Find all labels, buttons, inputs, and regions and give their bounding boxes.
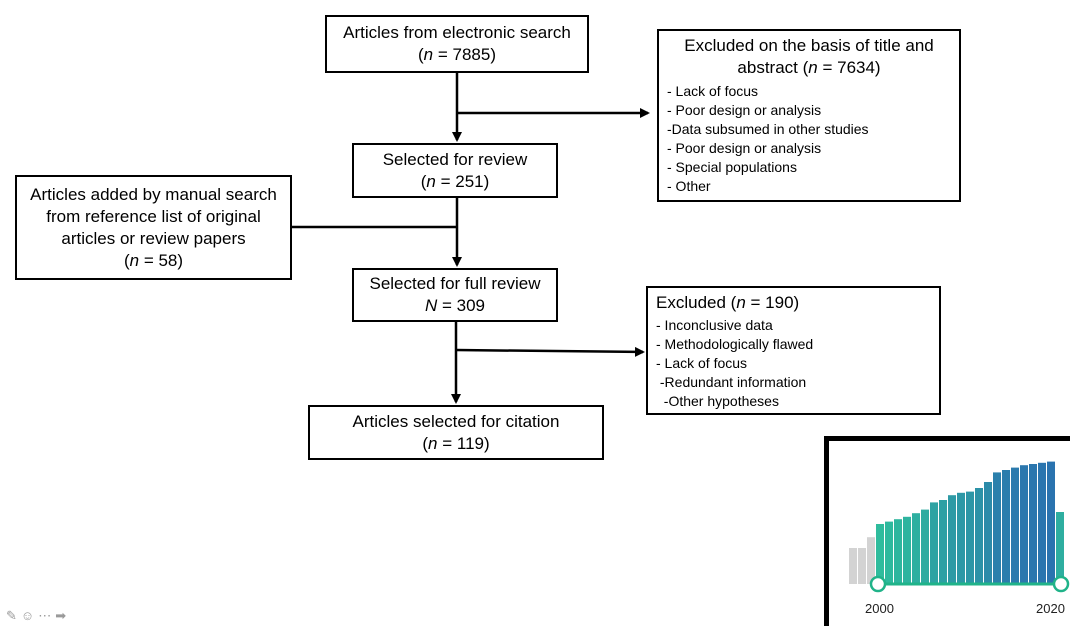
histogram-bar xyxy=(894,519,902,584)
box-electronic-search-count: (n = 7885) xyxy=(418,45,496,64)
histogram-bar xyxy=(930,502,938,584)
histogram-bar xyxy=(1056,512,1064,584)
timeline-start-label: 2000 xyxy=(865,601,894,616)
histogram-bar xyxy=(1047,461,1055,584)
histogram-bar xyxy=(984,482,992,584)
excluded1-title-line1: Excluded on the basis of title and xyxy=(684,36,934,55)
histogram-bar xyxy=(939,500,947,584)
bookmark-icon[interactable]: ☺ xyxy=(20,608,35,623)
excluded1-item: - Special populations xyxy=(667,159,797,175)
histogram-bar xyxy=(1002,470,1010,584)
histogram-bar xyxy=(1038,462,1046,584)
box-selected-citation-count: (n = 119) xyxy=(422,433,490,453)
timeline-histogram xyxy=(849,461,1070,593)
box-full-review-count: N = 309 xyxy=(424,296,486,315)
box-selected-citation: Articles selected for citation (n = 119) xyxy=(308,405,604,460)
box-manual-search-line3: articles or review papers xyxy=(61,228,246,248)
excluded2-item: - Inconclusive data xyxy=(656,317,773,333)
histogram-bar-inactive xyxy=(849,548,857,584)
histogram-bar xyxy=(1029,464,1037,584)
histogram-bar xyxy=(885,521,893,584)
excluded2-item: - Methodologically flawed xyxy=(656,336,814,352)
excluded2-item: -Redundant information xyxy=(656,374,807,390)
arrow-to-excluded2 xyxy=(455,346,645,357)
histogram-bar xyxy=(921,509,929,584)
pencil-icon[interactable]: ✎ xyxy=(6,608,17,623)
box-selected-citation-label: Articles selected for citation xyxy=(352,411,560,431)
box-manual-search-line1: Articles added by manual search xyxy=(30,184,277,204)
histogram-bar xyxy=(1020,465,1028,584)
excluded1-title-line2: abstract (n = 7634) xyxy=(737,58,881,77)
histogram-bar xyxy=(993,472,1001,584)
excluded2-item: -Other hypotheses xyxy=(656,393,779,409)
box-selected-review: Selected for review (n = 251) xyxy=(352,143,558,198)
histogram-bar xyxy=(876,524,884,584)
next-arrow-icon[interactable]: ➡ xyxy=(55,608,67,623)
range-start-handle[interactable] xyxy=(869,575,887,593)
histogram-bar xyxy=(1011,467,1019,584)
histogram-bar xyxy=(912,513,920,584)
histogram-bar-inactive xyxy=(867,537,875,584)
excluded1-item: -Data subsumed in other studies xyxy=(667,121,869,137)
box-manual-search: Articles added by manual search from ref… xyxy=(15,175,292,280)
excluded1-item: - Lack of focus xyxy=(667,83,759,99)
timeline-histogram-widget[interactable]: 2000 2020 xyxy=(824,436,1070,626)
box-full-review-label: Selected for full review xyxy=(369,274,541,293)
box-excluded-full-review: Excluded (n = 190) - Inconclusive data -… xyxy=(646,286,941,415)
histogram-bar xyxy=(903,516,911,584)
box-electronic-search-label: Articles from electronic search xyxy=(343,23,571,42)
histogram-bar xyxy=(975,488,983,584)
box-excluded-title-abstract: Excluded on the basis of title and abstr… xyxy=(657,29,961,202)
box-selected-review-count: (n = 251) xyxy=(420,171,490,191)
excluded1-item: - Poor design or analysis xyxy=(667,140,822,156)
histogram-bar xyxy=(966,491,974,584)
more-icon[interactable]: ⋯ xyxy=(38,608,52,623)
slide-toolbar: ✎ ☺ ⋯ ➡ xyxy=(6,608,66,624)
box-selected-review-label: Selected for review xyxy=(382,149,528,169)
histogram-bar xyxy=(948,495,956,584)
box-electronic-search: Articles from electronic search (n = 788… xyxy=(325,15,589,73)
histogram-bar xyxy=(957,492,965,584)
excluded2-item: - Lack of focus xyxy=(656,355,748,371)
box-manual-search-count: (n = 58) xyxy=(123,250,184,270)
timeline-end-label: 2020 xyxy=(1036,601,1065,616)
box-full-review: Selected for full review N = 309 xyxy=(352,268,558,322)
excluded1-item: - Other xyxy=(667,178,711,194)
box-manual-search-line2: from reference list of original xyxy=(46,206,261,226)
excluded2-title: Excluded (n = 190) xyxy=(656,293,800,312)
excluded1-item: - Poor design or analysis xyxy=(667,102,822,118)
histogram-bar-inactive xyxy=(858,548,866,584)
range-end-handle[interactable] xyxy=(1052,575,1070,593)
